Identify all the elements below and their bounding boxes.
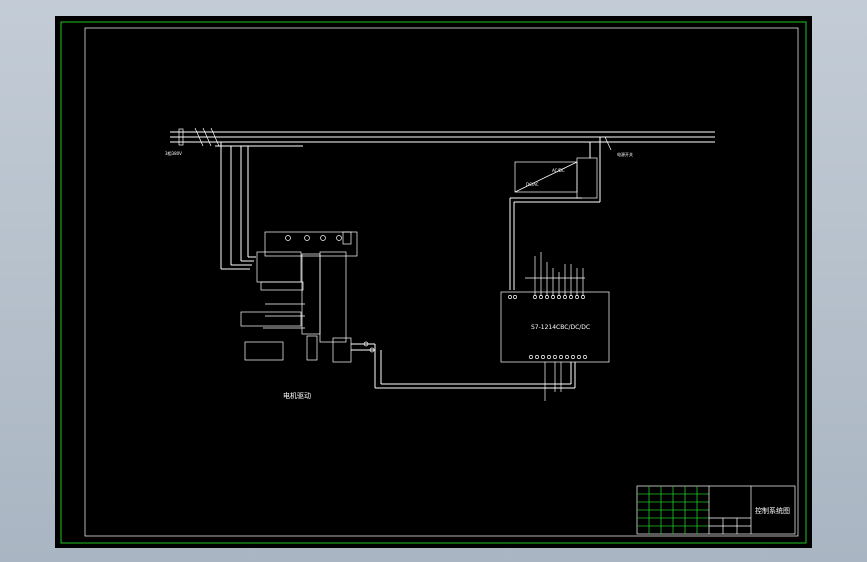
switch-label: 电源开关 (617, 151, 633, 157)
plc-input-wiring (525, 252, 585, 296)
psu-bottom-label: DC/AC (526, 182, 539, 187)
terminal-group (256, 251, 302, 283)
plc-input-terminals (508, 295, 585, 299)
plc-unit[interactable]: S7-1214CBC/DC/DC (500, 252, 610, 401)
title-block-name: 控制系统图 (755, 506, 790, 515)
brake-module (244, 341, 284, 361)
power-bus[interactable]: 3相380V (165, 127, 715, 156)
drawing-sheet[interactable]: 3相380V (55, 16, 812, 548)
inner-frame (84, 27, 799, 537)
plc-model-label: S7-1214CBC/DC/DC (531, 324, 590, 331)
title-block: 控制系统图 (636, 485, 796, 535)
driver-terminal-strip (301, 253, 321, 335)
power-switch[interactable] (604, 136, 612, 151)
psu-top-label: AC/DC (552, 168, 565, 173)
motor-output-terminals (332, 337, 352, 363)
power-supply-module[interactable]: AC/DC DC/AC 电源开关 (514, 136, 633, 203)
driver-plc-cable (351, 341, 576, 389)
outer-frame (60, 21, 807, 544)
plc-output-terminals (529, 355, 587, 359)
driver-feed-lines (220, 142, 256, 270)
driver-body (319, 251, 347, 343)
motor-drive-label: 电机驱动 (283, 391, 311, 400)
input-label: 3相380V (165, 150, 182, 156)
input-terminal-block (178, 128, 184, 146)
contactor-row (264, 231, 358, 257)
signal-module (240, 311, 302, 327)
psu-terminals (576, 157, 598, 199)
motor-driver[interactable]: 电机驱动 (240, 231, 358, 400)
schematic-canvas[interactable]: 3相380V (55, 16, 812, 548)
psu-plc-lines (509, 197, 582, 290)
